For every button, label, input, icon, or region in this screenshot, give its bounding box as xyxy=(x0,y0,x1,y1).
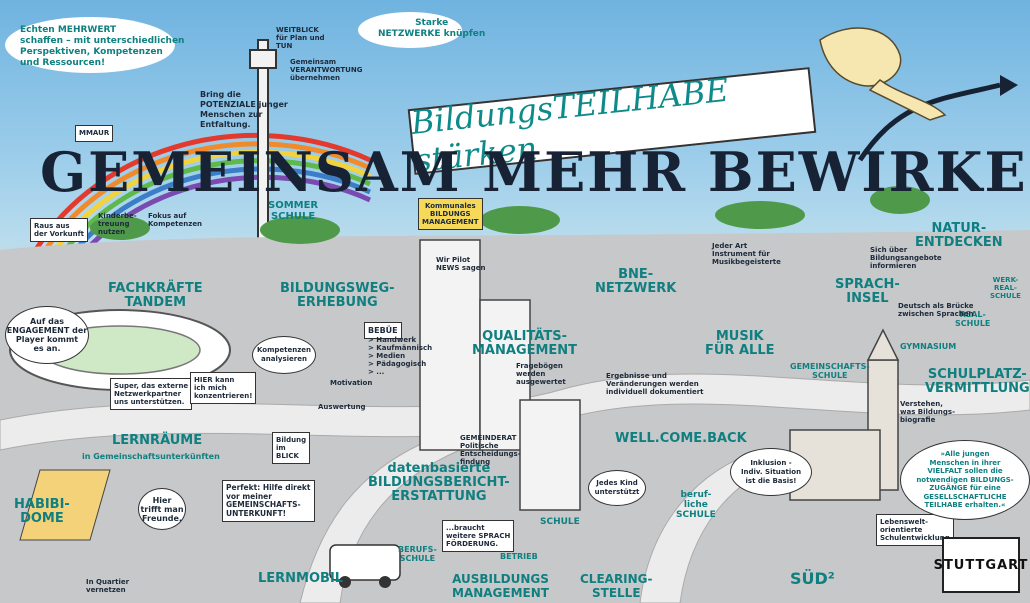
main-title: GEMEINSAM MEHR BEWIRKEN xyxy=(40,140,1030,204)
mmaur-sign: MMAUR xyxy=(75,125,114,142)
note-fachkraefte-a: Raus aus der Vorkunft xyxy=(30,218,88,242)
label-lernmobil: LERNMOBIL xyxy=(258,571,344,586)
label-clearing: CLEARING- STELLE xyxy=(580,572,653,600)
sign-kommunales: Kommunales BILDUNGS MANAGEMENT xyxy=(418,198,483,230)
note-fachkraefte-c: Fokus auf Kompetenzen xyxy=(148,212,203,228)
lernmobil-van xyxy=(329,544,401,581)
note-fachkraefte-b: Kinderbe- treuung nutzen xyxy=(98,212,137,236)
note-mehrwert: Echten MEHRWERT schaffen – mit unterschi… xyxy=(20,25,185,68)
church-tower xyxy=(789,328,900,501)
note-deutsch: Deutsch als Brücke zwischen Sprachen xyxy=(898,302,974,318)
label-lernraeume: LERNRÄUME xyxy=(112,433,203,448)
bubble-alle-jungen: »Alle jungen Menschen in ihrer VIELFALT … xyxy=(900,440,1030,520)
note-verantwortung: Gemeinsam VERANTWORTUNG übernehmen xyxy=(290,58,363,82)
note-lernraeume-b: HIER kann ich mich konzentrieren! xyxy=(190,372,257,404)
label-bildungsweg: BILDUNGSWEG- ERHEBUNG xyxy=(280,281,395,310)
note-bebue-list: > Handwerk > Kaufmännisch > Medien > Päd… xyxy=(368,336,433,376)
label-schule: SCHULE xyxy=(540,517,580,527)
bubble-jedes-kind: Jedes Kind unterstützt xyxy=(588,470,646,506)
pegasus-figure xyxy=(819,27,947,121)
label-lernraeume-sub: in Gemeinschaftsunterkünften xyxy=(82,452,220,461)
note-lebenswelt: Lebenswelt- orientierte Schulentwicklung xyxy=(876,514,954,546)
note-netzwerke: Starke NETZWERKE knüpfen xyxy=(378,18,486,39)
label-musik: MUSIK FÜR ALLE xyxy=(705,329,775,358)
note-musik: Jeder Art Instrument für Musikbegeistert… xyxy=(712,242,781,266)
note-news: Wir Pilot NEWS sagen xyxy=(436,256,486,272)
tv-tower xyxy=(249,39,277,271)
label-fachkraefte: FACHKRÄFTE TANDEM xyxy=(108,281,203,310)
label-ausbildung: AUSBILDUNGS MANAGEMENT xyxy=(452,572,549,600)
bubble-engagement: Auf das ENGAGEMENT der Player kommt es a… xyxy=(5,306,89,364)
label-sprachinsel: SPRACH- INSEL xyxy=(835,277,900,306)
note-auswertung: Auswertung xyxy=(318,403,366,411)
stuttgart-logo: STUTTGART xyxy=(934,537,1027,593)
label-qualitaet: QUALITÄTS- MANAGEMENT xyxy=(472,329,578,358)
label-berufsschule: BERUFS- SCHULE xyxy=(398,545,437,563)
habibi-dome-shape xyxy=(19,469,111,541)
label-werkreal: WERK- REAL- SCHULE xyxy=(990,276,1021,300)
label-schulplatz: SCHULPLATZ- VERMITTLUNG xyxy=(925,367,1030,396)
note-gemeinderat: GEMEINDERAT Politische Entscheidungs- fi… xyxy=(460,434,521,466)
note-lernmobil: Perfekt: Hilfe direkt vor meiner GEMEINS… xyxy=(222,480,315,522)
note-weitblick: WEITBLICK für Plan und TUN xyxy=(276,26,325,50)
label-welcome: WELL.COME.BACK xyxy=(615,431,747,446)
sign-bebue: BEBÜE xyxy=(364,322,402,339)
label-habibi: HABIBI- DOME xyxy=(14,497,70,526)
note-sprachfoerderung: ...braucht weitere SPRACH FÖRDERUNG. xyxy=(442,520,515,552)
label-natur: NATUR- ENTDECKEN xyxy=(915,221,1003,250)
label-gemeinschaft: GEMEINSCHAFTS- SCHULE xyxy=(790,362,870,380)
note-ergebnisse: Ergebnisse und Veränderungen werden indi… xyxy=(606,372,704,396)
bubble-kompetenzen: Kompetenzen analysieren xyxy=(252,336,316,374)
bubble-inklusion: Inklusion - Indiv. Situation ist die Bas… xyxy=(730,448,812,496)
note-habibi-b: In Quartier vernetzen xyxy=(86,578,130,594)
note-fragebogen: Fragebögen werden ausgewertet xyxy=(516,362,566,386)
label-sued: SÜD² xyxy=(790,569,835,588)
central-buildings xyxy=(419,239,581,511)
tree-strip xyxy=(90,186,930,244)
note-motivation: Motivation xyxy=(330,379,373,387)
note-potenziale: Bring die POTENZIALE junger Menschen zur… xyxy=(200,90,288,129)
label-bne: BNE- NETZWERK xyxy=(595,267,677,296)
label-datenbasiert: datenbasierte BILDUNGSBERICHT- ERSTATTUN… xyxy=(368,461,510,504)
note-sicher: Sich über Bildungsangebote informieren xyxy=(870,246,942,270)
label-betrieb: BETRIEB xyxy=(500,552,538,561)
label-gymnasium: GYMNASIUM xyxy=(900,342,957,351)
label-beruf: beruf- liche SCHULE xyxy=(676,490,716,520)
note-lernraeume-a: Super, das externe Netzwerkpartner uns u… xyxy=(110,378,193,410)
note-bildung-blick: Bildung im BLICK xyxy=(272,432,311,464)
label-realschule: REAL- SCHULE xyxy=(955,310,991,328)
bubble-habibi-a: Hier trifft man Freunde. xyxy=(138,488,186,530)
label-sommerschule: SOMMER SCHULE xyxy=(268,200,319,222)
note-verstehen: Verstehen, was Bildungs- biografie xyxy=(900,400,955,424)
